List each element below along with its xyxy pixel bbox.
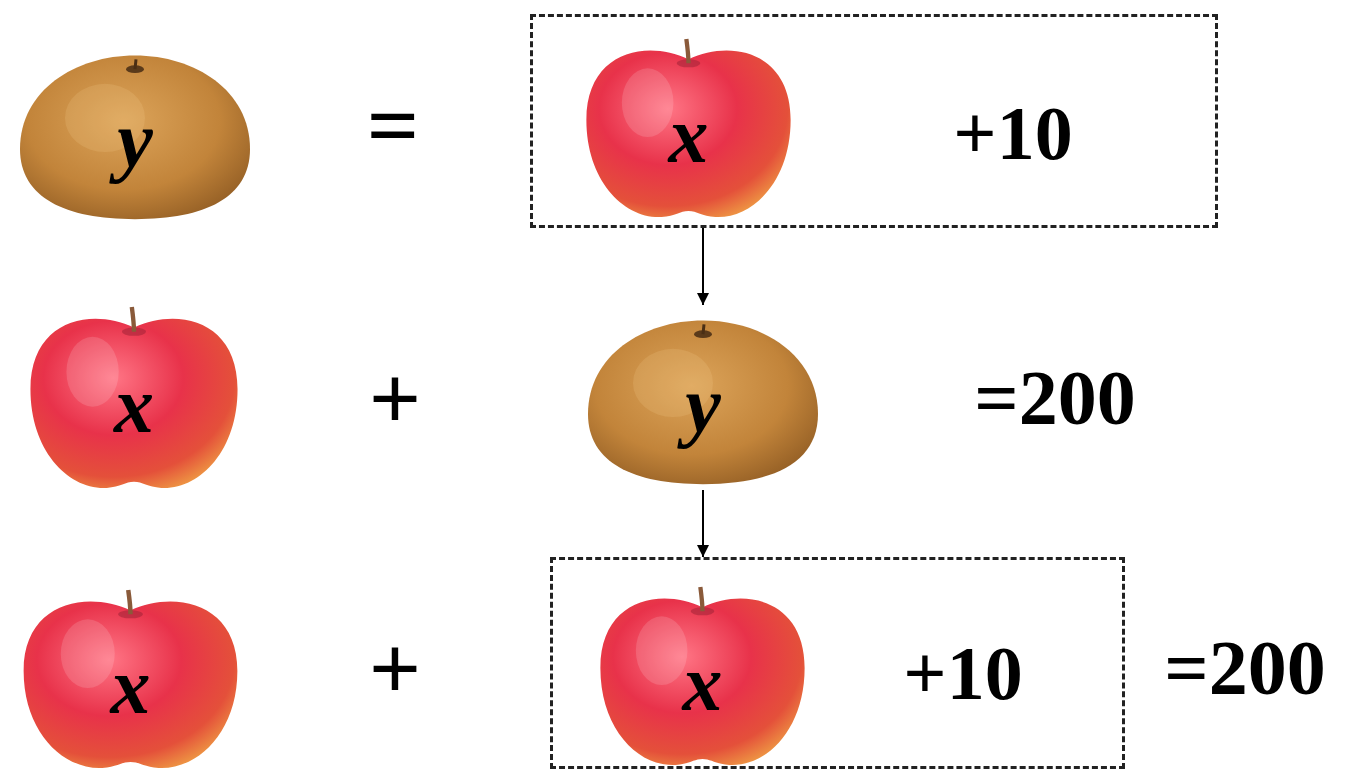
- operator-label: =: [367, 74, 419, 176]
- variable-letter: y: [117, 100, 153, 180]
- apple-node: x: [18, 588, 243, 770]
- operator-label: +: [369, 617, 421, 719]
- pear-stem: [703, 324, 704, 334]
- variable-letter: x: [683, 643, 723, 723]
- apple-node: x: [25, 305, 243, 490]
- label-holder: +: [369, 352, 421, 444]
- addend-text: +10: [953, 91, 1072, 175]
- apple-stem: [132, 307, 134, 332]
- operator-label: =200: [1164, 624, 1325, 711]
- dashed-group-box: +10 x: [530, 14, 1218, 228]
- label-holder: =200: [1164, 629, 1325, 707]
- variable-letter: x: [114, 365, 154, 445]
- down-arrow: [702, 490, 704, 557]
- operator-label: =200: [974, 354, 1135, 441]
- addend-text: +10: [903, 631, 1022, 715]
- variable-letter: x: [111, 646, 151, 726]
- label-holder: +: [369, 622, 421, 714]
- apple-body: [586, 51, 790, 217]
- apple-stem: [700, 587, 702, 611]
- down-arrow: [702, 228, 704, 305]
- label-holder: =200: [974, 359, 1135, 437]
- apple-stem: [128, 590, 130, 614]
- pear-body: [20, 56, 250, 220]
- text-holder: +10: [903, 635, 1022, 711]
- apple-node: x: [581, 37, 796, 219]
- label-holder: =: [367, 79, 419, 171]
- pear-stem: [135, 59, 136, 69]
- operator-label: +: [369, 347, 421, 449]
- variable-letter: x: [669, 95, 709, 175]
- apple-highlight: [622, 68, 674, 137]
- apple-highlight: [66, 337, 118, 407]
- apple-body: [24, 602, 238, 768]
- text-holder: +10: [953, 95, 1072, 171]
- apple-node: x: [595, 585, 810, 767]
- pear-node: y: [583, 305, 823, 490]
- apple-highlight: [636, 616, 688, 685]
- pear-body: [588, 321, 818, 485]
- apple-body: [30, 319, 237, 488]
- apple-stem: [686, 39, 688, 63]
- pear-node: y: [15, 40, 255, 225]
- apple-body: [600, 599, 804, 765]
- apple-highlight: [61, 619, 115, 688]
- dashed-group-box: +10 x: [550, 557, 1125, 769]
- variable-letter: y: [685, 365, 721, 445]
